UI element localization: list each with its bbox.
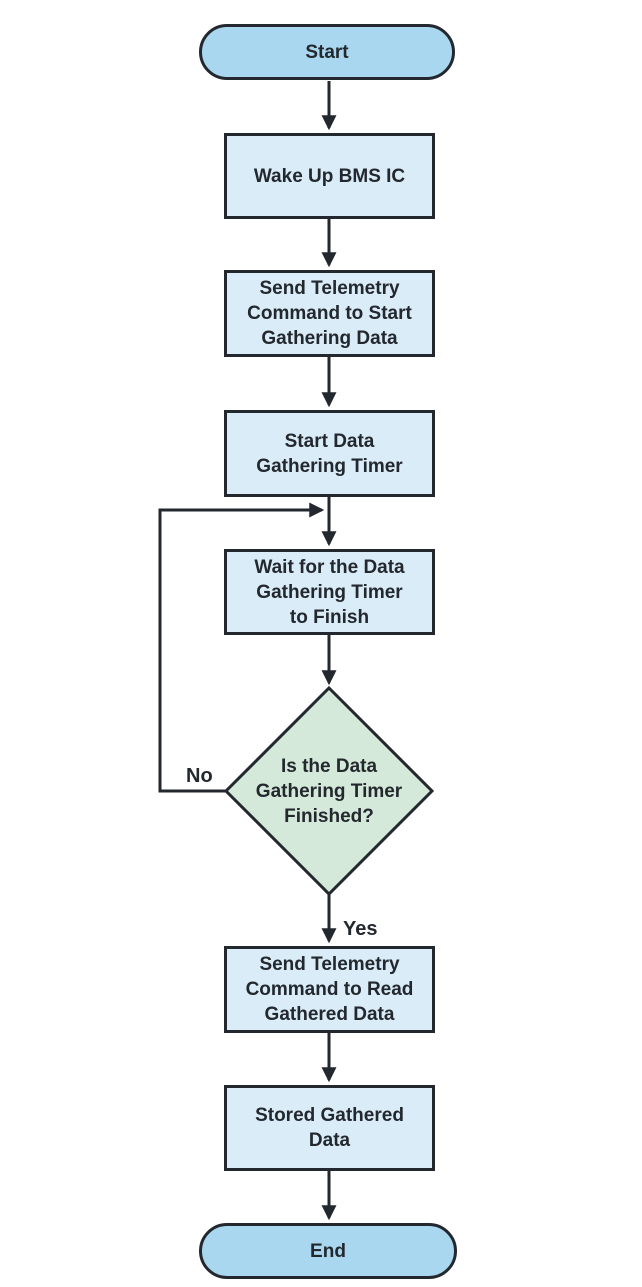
- node-end: End: [199, 1223, 457, 1279]
- node-decision-timer-finished: Is the Data Gathering Timer Finished?: [229, 741, 429, 841]
- node-wake-up-bms-ic: Wake Up BMS IC: [224, 133, 435, 219]
- node-start: Start: [199, 24, 455, 80]
- edge-label-no: No: [186, 765, 213, 787]
- node-send-telemetry-read-label: Send Telemetry Command to Read Gathered …: [245, 954, 414, 1025]
- node-decision-label: Is the Data Gathering Timer Finished?: [255, 755, 403, 827]
- decision-diamond-shape: [223, 685, 435, 897]
- node-stored-gathered-data-label: Stored Gathered Data: [255, 1105, 404, 1151]
- node-wake-up-label: Wake Up BMS IC: [253, 165, 406, 187]
- node-send-telemetry-start-label: Send Telemetry Command to Start Gatherin…: [247, 278, 412, 349]
- node-send-telemetry-start: Send Telemetry Command to Start Gatherin…: [224, 270, 435, 357]
- node-start-data-gathering-timer: Start Data Gathering Timer: [224, 410, 435, 497]
- node-end-label: End: [310, 1240, 346, 1262]
- connector-no-loop: [158, 502, 325, 793]
- node-send-telemetry-read: Send Telemetry Command to Read Gathered …: [224, 946, 435, 1033]
- edge-label-yes: Yes: [343, 918, 378, 940]
- node-start-label: Start: [305, 41, 349, 63]
- node-start-timer-label: Start Data Gathering Timer: [256, 430, 403, 477]
- node-stored-gathered-data: Stored Gathered Data: [224, 1085, 435, 1171]
- node-wait-for-timer-label: Wait for the Data Gathering Timer to Fin…: [254, 556, 405, 628]
- node-wait-for-timer: Wait for the Data Gathering Timer to Fin…: [224, 549, 435, 635]
